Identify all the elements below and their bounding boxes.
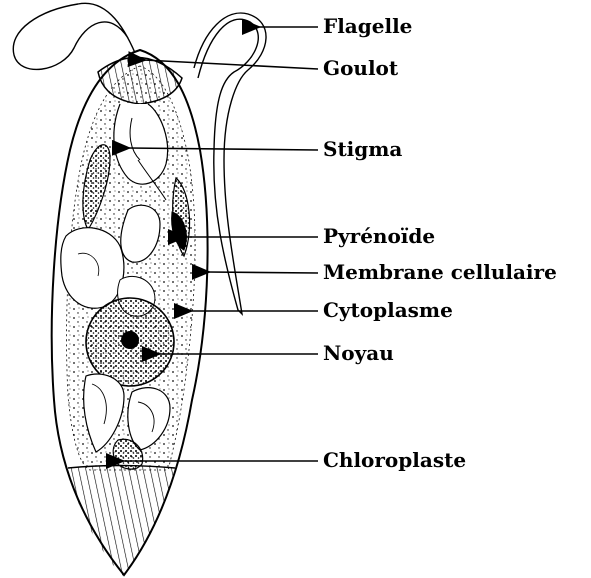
leader-goulot <box>144 60 318 69</box>
leader-membrane <box>208 272 318 273</box>
label-noyau: Noyau <box>323 343 394 363</box>
label-flagelle: Flagelle <box>323 16 412 36</box>
label-cytoplasme: Cytoplasme <box>323 300 453 320</box>
label-stigma: Stigma <box>323 139 402 159</box>
nucleolus <box>121 331 139 349</box>
tail-striations <box>60 460 190 578</box>
label-chloroplaste: Chloroplaste <box>323 450 466 470</box>
label-membrane-cellulaire: Membrane cellulaire <box>323 262 557 282</box>
organelle-left <box>61 228 124 309</box>
label-goulot: Goulot <box>323 58 398 78</box>
label-pyrenoide: Pyrénoïde <box>323 226 435 246</box>
